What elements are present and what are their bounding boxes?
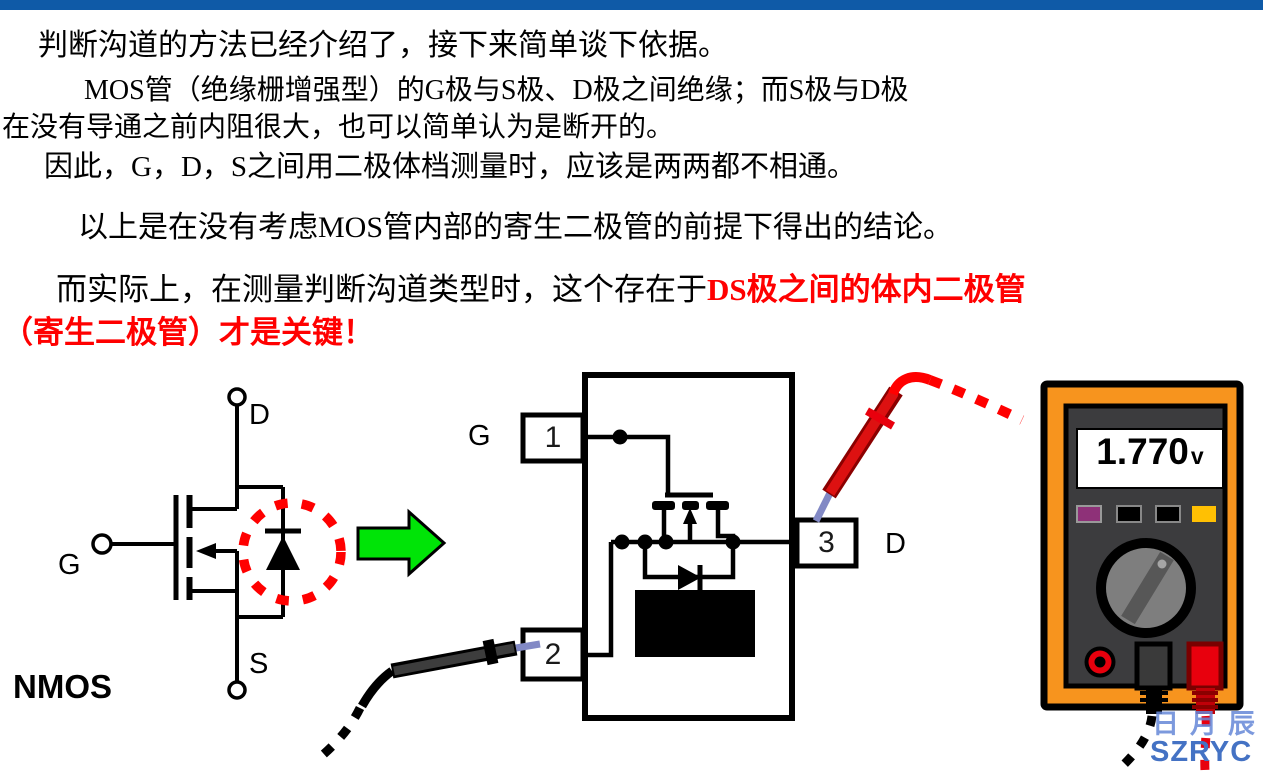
black-plug-wire	[1114, 715, 1157, 773]
package-diagram	[520, 372, 859, 721]
watermark-logo: SZRYC	[1150, 736, 1253, 768]
paragraph-key-point-2: （寄生二极管）才是关键！	[2, 315, 374, 350]
black-probe-collar	[482, 638, 499, 666]
pin1-number: 1	[544, 421, 562, 454]
transition-arrow-icon	[356, 508, 447, 578]
body-arrow	[196, 543, 216, 559]
body-diode	[266, 536, 300, 570]
paragraph-key-point: 而实际上，在测量判断沟道类型时，这个存在于DS极之间的体内二极管	[56, 272, 1026, 307]
pin1-box	[520, 412, 586, 464]
meter-reading: 1.770	[1096, 431, 1189, 472]
dial-knob-dot	[1157, 559, 1167, 569]
meter-unit: v	[1190, 443, 1204, 469]
gate-terminal	[91, 533, 113, 555]
meter-screen	[1076, 428, 1224, 489]
pin3-number: 3	[818, 526, 835, 559]
drain-terminal	[227, 387, 247, 407]
nmos-drain-label: D	[249, 399, 270, 431]
meter-button-2[interactable]	[1116, 505, 1142, 523]
nmos-gate-label: G	[58, 549, 81, 581]
black-probe-tip	[515, 640, 541, 652]
black-plug	[1114, 641, 1173, 773]
meter-display: 1.770 v	[1079, 431, 1221, 486]
multimeter	[1040, 380, 1244, 773]
internal-diode	[678, 565, 701, 590]
paragraph-resistance: 在没有导通之前内阻很大，也可以简单认为是断开的。	[2, 112, 675, 143]
die-transistor	[652, 501, 729, 524]
junction-dots	[612, 429, 741, 550]
key-point-prefix: 而实际上，在测量判断沟道类型时，这个存在于	[56, 272, 707, 307]
red-probe-collar	[865, 407, 895, 430]
black-probe-wire	[315, 705, 365, 763]
red-probe-tip	[812, 489, 835, 523]
package-gate-label: G	[468, 420, 491, 452]
pin3-box	[794, 517, 859, 569]
diode-highlight-circle	[238, 498, 346, 606]
paragraph-conclusion: 以上是在没有考虑MOS管内部的寄生二极管的前提下得出的结论。	[78, 211, 954, 244]
package-drain-label: D	[885, 528, 906, 560]
paragraph-mos-insulation: MOS管（绝缘栅增强型）的G极与S极、D极之间绝缘；而S极与D极	[84, 75, 909, 106]
red-probe-wire	[928, 375, 1025, 425]
die-block	[635, 590, 755, 657]
paragraph-diode-mode: 因此，G，D，S之间用二极体档测量时，应该是两两都不相通。	[44, 151, 857, 183]
input-jack	[1084, 646, 1116, 678]
key-point-highlight: DS极之间的体内二极管	[707, 272, 1026, 307]
red-plug	[1186, 641, 1224, 772]
meter-button-4[interactable]	[1192, 506, 1216, 522]
nmos-title: NMOS	[13, 668, 112, 705]
paragraph-intro: 判断沟道的方法已经介绍了，接下来简单谈下依据。	[38, 29, 728, 62]
pin2-number: 2	[544, 637, 562, 671]
nmos-symbol	[91, 387, 346, 700]
meter-button-1[interactable]	[1076, 505, 1102, 523]
watermark-chinese: 日月辰	[1152, 709, 1263, 739]
nmos-source-label: S	[249, 648, 269, 680]
meter-button-3[interactable]	[1155, 505, 1181, 523]
black-probe	[315, 638, 541, 763]
red-plug-wire	[1200, 715, 1211, 772]
top-accent-bar	[0, 0, 1263, 10]
source-terminal	[227, 680, 247, 700]
pin2-box	[520, 627, 586, 682]
red-probe	[812, 372, 1025, 523]
